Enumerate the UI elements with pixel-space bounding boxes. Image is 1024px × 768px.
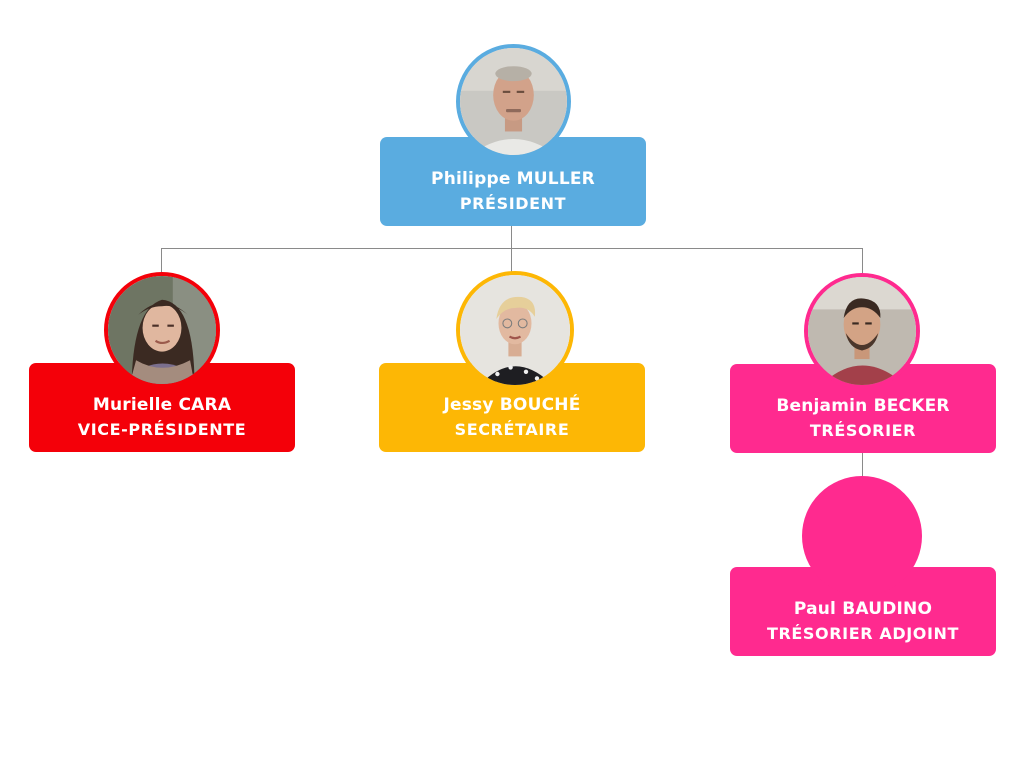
connector-to-secretary [511,248,512,272]
president-name: Philippe MULLER [431,169,595,189]
person-photo-icon [808,277,916,385]
connector-to-treasurer [862,248,863,274]
treasurer-role: TRÉSORIER [809,421,917,440]
treasurer-name: Benjamin BECKER [776,396,950,416]
treasurer-avatar [804,273,920,389]
assistant-treasurer-name: Paul BAUDINO [793,599,933,619]
secretary-name: Jessy BOUCHÉ [443,395,581,415]
secretary-role: SECRÉTAIRE [454,420,570,439]
assistant-treasurer-role: TRÉSORIER ADJOINT [766,624,960,643]
president-role: PRÉSIDENT [459,194,567,213]
assistant-treasurer-avatar [802,476,922,596]
secretary-avatar [456,271,574,389]
connector-treasurer-to-assistant [862,453,863,477]
person-photo-icon [460,48,567,155]
connector-president-down [511,226,512,249]
connector-to-vice-president [161,248,162,274]
vice-president-role: VICE-PRÉSIDENTE [77,420,247,439]
vice-president-avatar [104,272,220,388]
vice-president-name: Murielle CARA [92,395,232,415]
person-photo-icon [460,275,570,385]
person-photo-icon [108,276,216,384]
connector-horizontal-branch [161,248,863,249]
president-avatar [456,44,571,159]
